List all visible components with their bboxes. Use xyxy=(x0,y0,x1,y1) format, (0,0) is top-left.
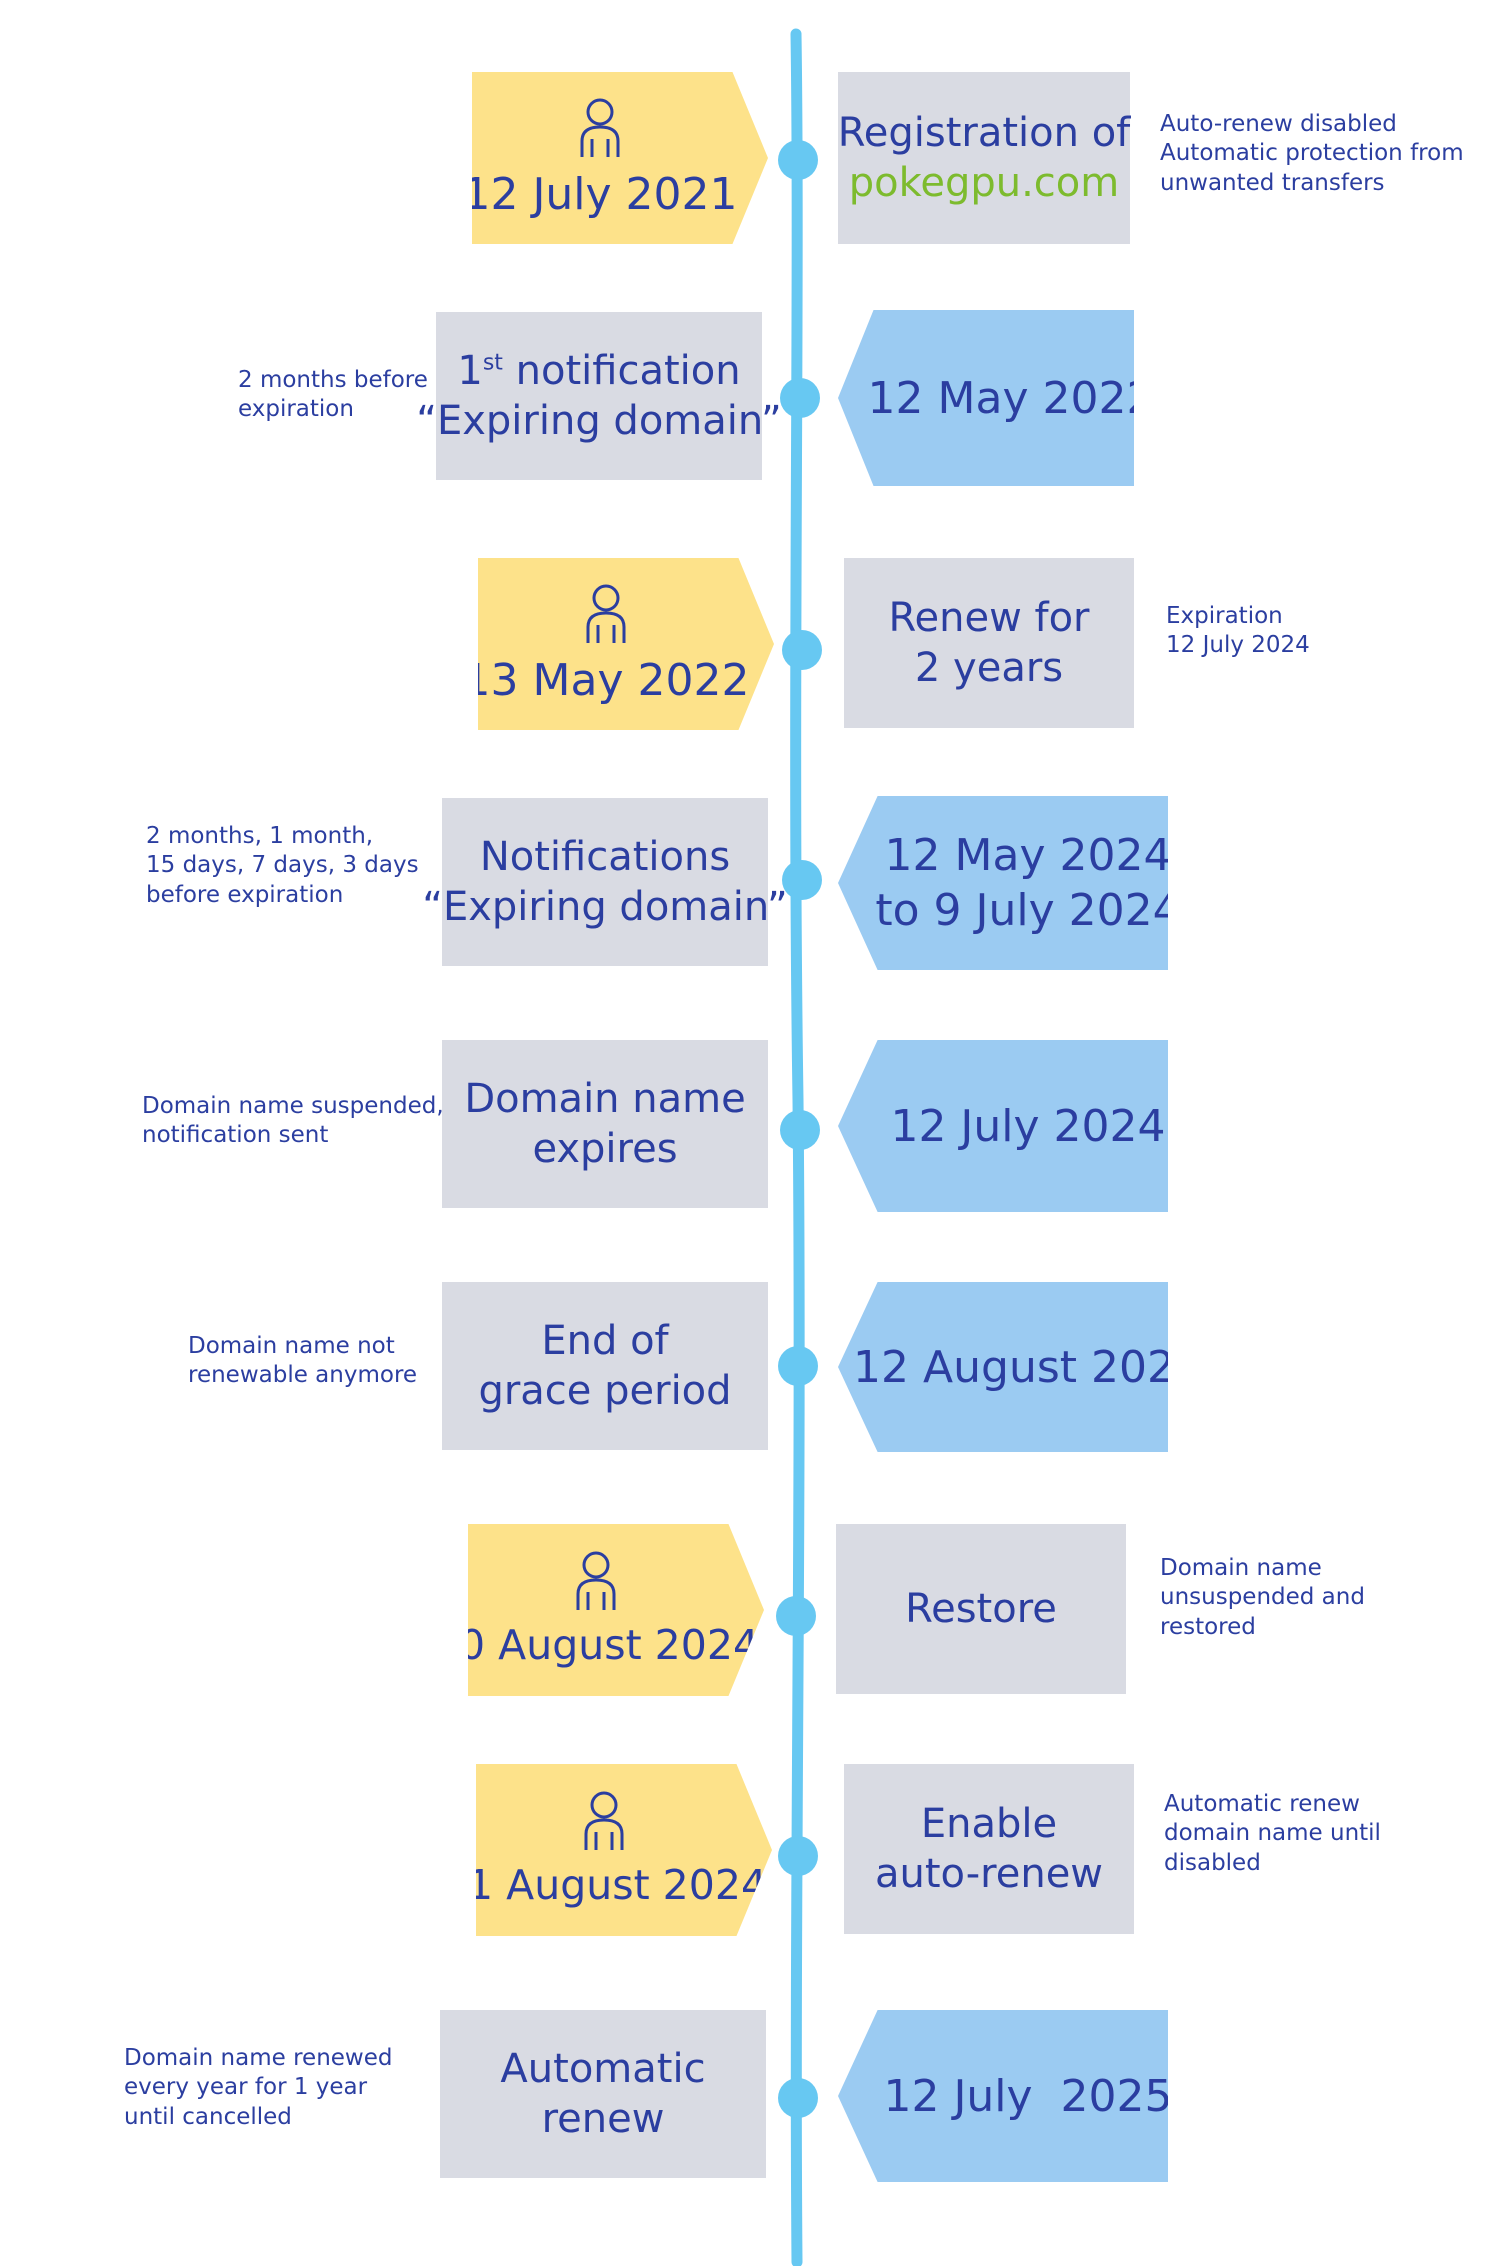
timeline-dot xyxy=(778,2078,818,2118)
event-box-restore: Restore xyxy=(836,1524,1126,1694)
timeline-dot xyxy=(782,630,822,670)
event-title: Enable xyxy=(920,1801,1058,1847)
event-date: 12 July 2024 xyxy=(890,1100,1166,1152)
timeline-dot xyxy=(776,1596,816,1636)
event-note-4: 2 months, 1 month,15 days, 7 days, 3 day… xyxy=(146,823,419,908)
event-box-first-notification: 1st notification “Expiring domain” xyxy=(416,312,782,480)
event-date-start: 12 May 2024 xyxy=(884,830,1172,881)
timeline-dot xyxy=(782,860,822,900)
user-date-box-8: 21 August 2024 xyxy=(476,1764,772,1936)
date-box-4: 12 May 2024 to 9 July 2024 xyxy=(838,796,1168,970)
person-icon xyxy=(586,584,626,643)
event-title: Registration of xyxy=(837,110,1131,156)
date-box-5: 12 July 2024 xyxy=(838,1040,1168,1212)
event-title: End of xyxy=(541,1318,669,1364)
person-icon xyxy=(584,1791,624,1851)
date-box-9: 12 July 2025 xyxy=(838,2010,1168,2182)
event-date: 12 July 2021 xyxy=(462,168,738,220)
event-subtitle: expires xyxy=(532,1126,678,1172)
event-subtitle: grace period xyxy=(478,1368,732,1414)
event-date: 12 May 2022 xyxy=(867,372,1155,424)
event-subtitle: renew xyxy=(541,2096,665,2142)
event-subtitle: “Expiring domain” xyxy=(422,884,788,930)
event-box-enable-auto-renew: Enable auto-renew xyxy=(844,1764,1134,1934)
event-title: Notifications xyxy=(479,834,731,880)
event-subtitle: “Expiring domain” xyxy=(416,398,782,444)
event-date: 20 August 2024 xyxy=(432,1621,760,1670)
event-date: 13 May 2022 xyxy=(462,654,750,706)
event-date-end: to 9 July 2024 xyxy=(875,885,1181,936)
event-title: 1st notification xyxy=(457,348,741,394)
timeline-dot xyxy=(778,140,818,180)
event-subtitle: 2 years xyxy=(914,645,1064,691)
event-box-renew: Renew for 2 years xyxy=(844,558,1134,728)
event-box-registration: Registration of pokegpu.com xyxy=(838,72,1130,244)
event-box-expires: Domain name expires xyxy=(442,1040,768,1208)
person-icon xyxy=(576,1551,616,1611)
event-box-grace-period: End of grace period xyxy=(442,1282,768,1450)
date-box-2: 12 May 2022 xyxy=(838,310,1134,486)
event-date: 21 August 2024 xyxy=(440,1861,768,1910)
event-title: Restore xyxy=(905,1586,1057,1632)
user-date-box-1: 12 July 2021 xyxy=(472,72,768,244)
event-subtitle: auto-renew xyxy=(874,1851,1104,1897)
timeline-dot xyxy=(778,1836,818,1876)
timeline-dot xyxy=(778,1346,818,1386)
event-title: Automatic xyxy=(500,2046,706,2092)
user-date-box-7: 20 August 2024 xyxy=(468,1524,764,1696)
timeline-dot xyxy=(780,378,820,418)
event-title: Domain name xyxy=(464,1076,746,1122)
timeline-dot xyxy=(780,1110,820,1150)
event-date: 12 August 2024 xyxy=(853,1341,1203,1393)
person-icon xyxy=(580,98,620,157)
event-box-notifications: Notifications “Expiring domain” xyxy=(422,798,788,966)
event-box-automatic-renew: Automatic renew xyxy=(440,2010,766,2178)
domain-name: pokegpu.com xyxy=(848,160,1120,206)
event-date: 12 July 2025 xyxy=(883,2070,1173,2122)
user-date-box-3: 13 May 2022 xyxy=(478,558,774,730)
event-title: Renew for xyxy=(888,595,1090,641)
date-box-6: 12 August 2024 xyxy=(838,1282,1168,1452)
event-note-5: Domain name suspended,notification sent xyxy=(142,1093,444,1149)
